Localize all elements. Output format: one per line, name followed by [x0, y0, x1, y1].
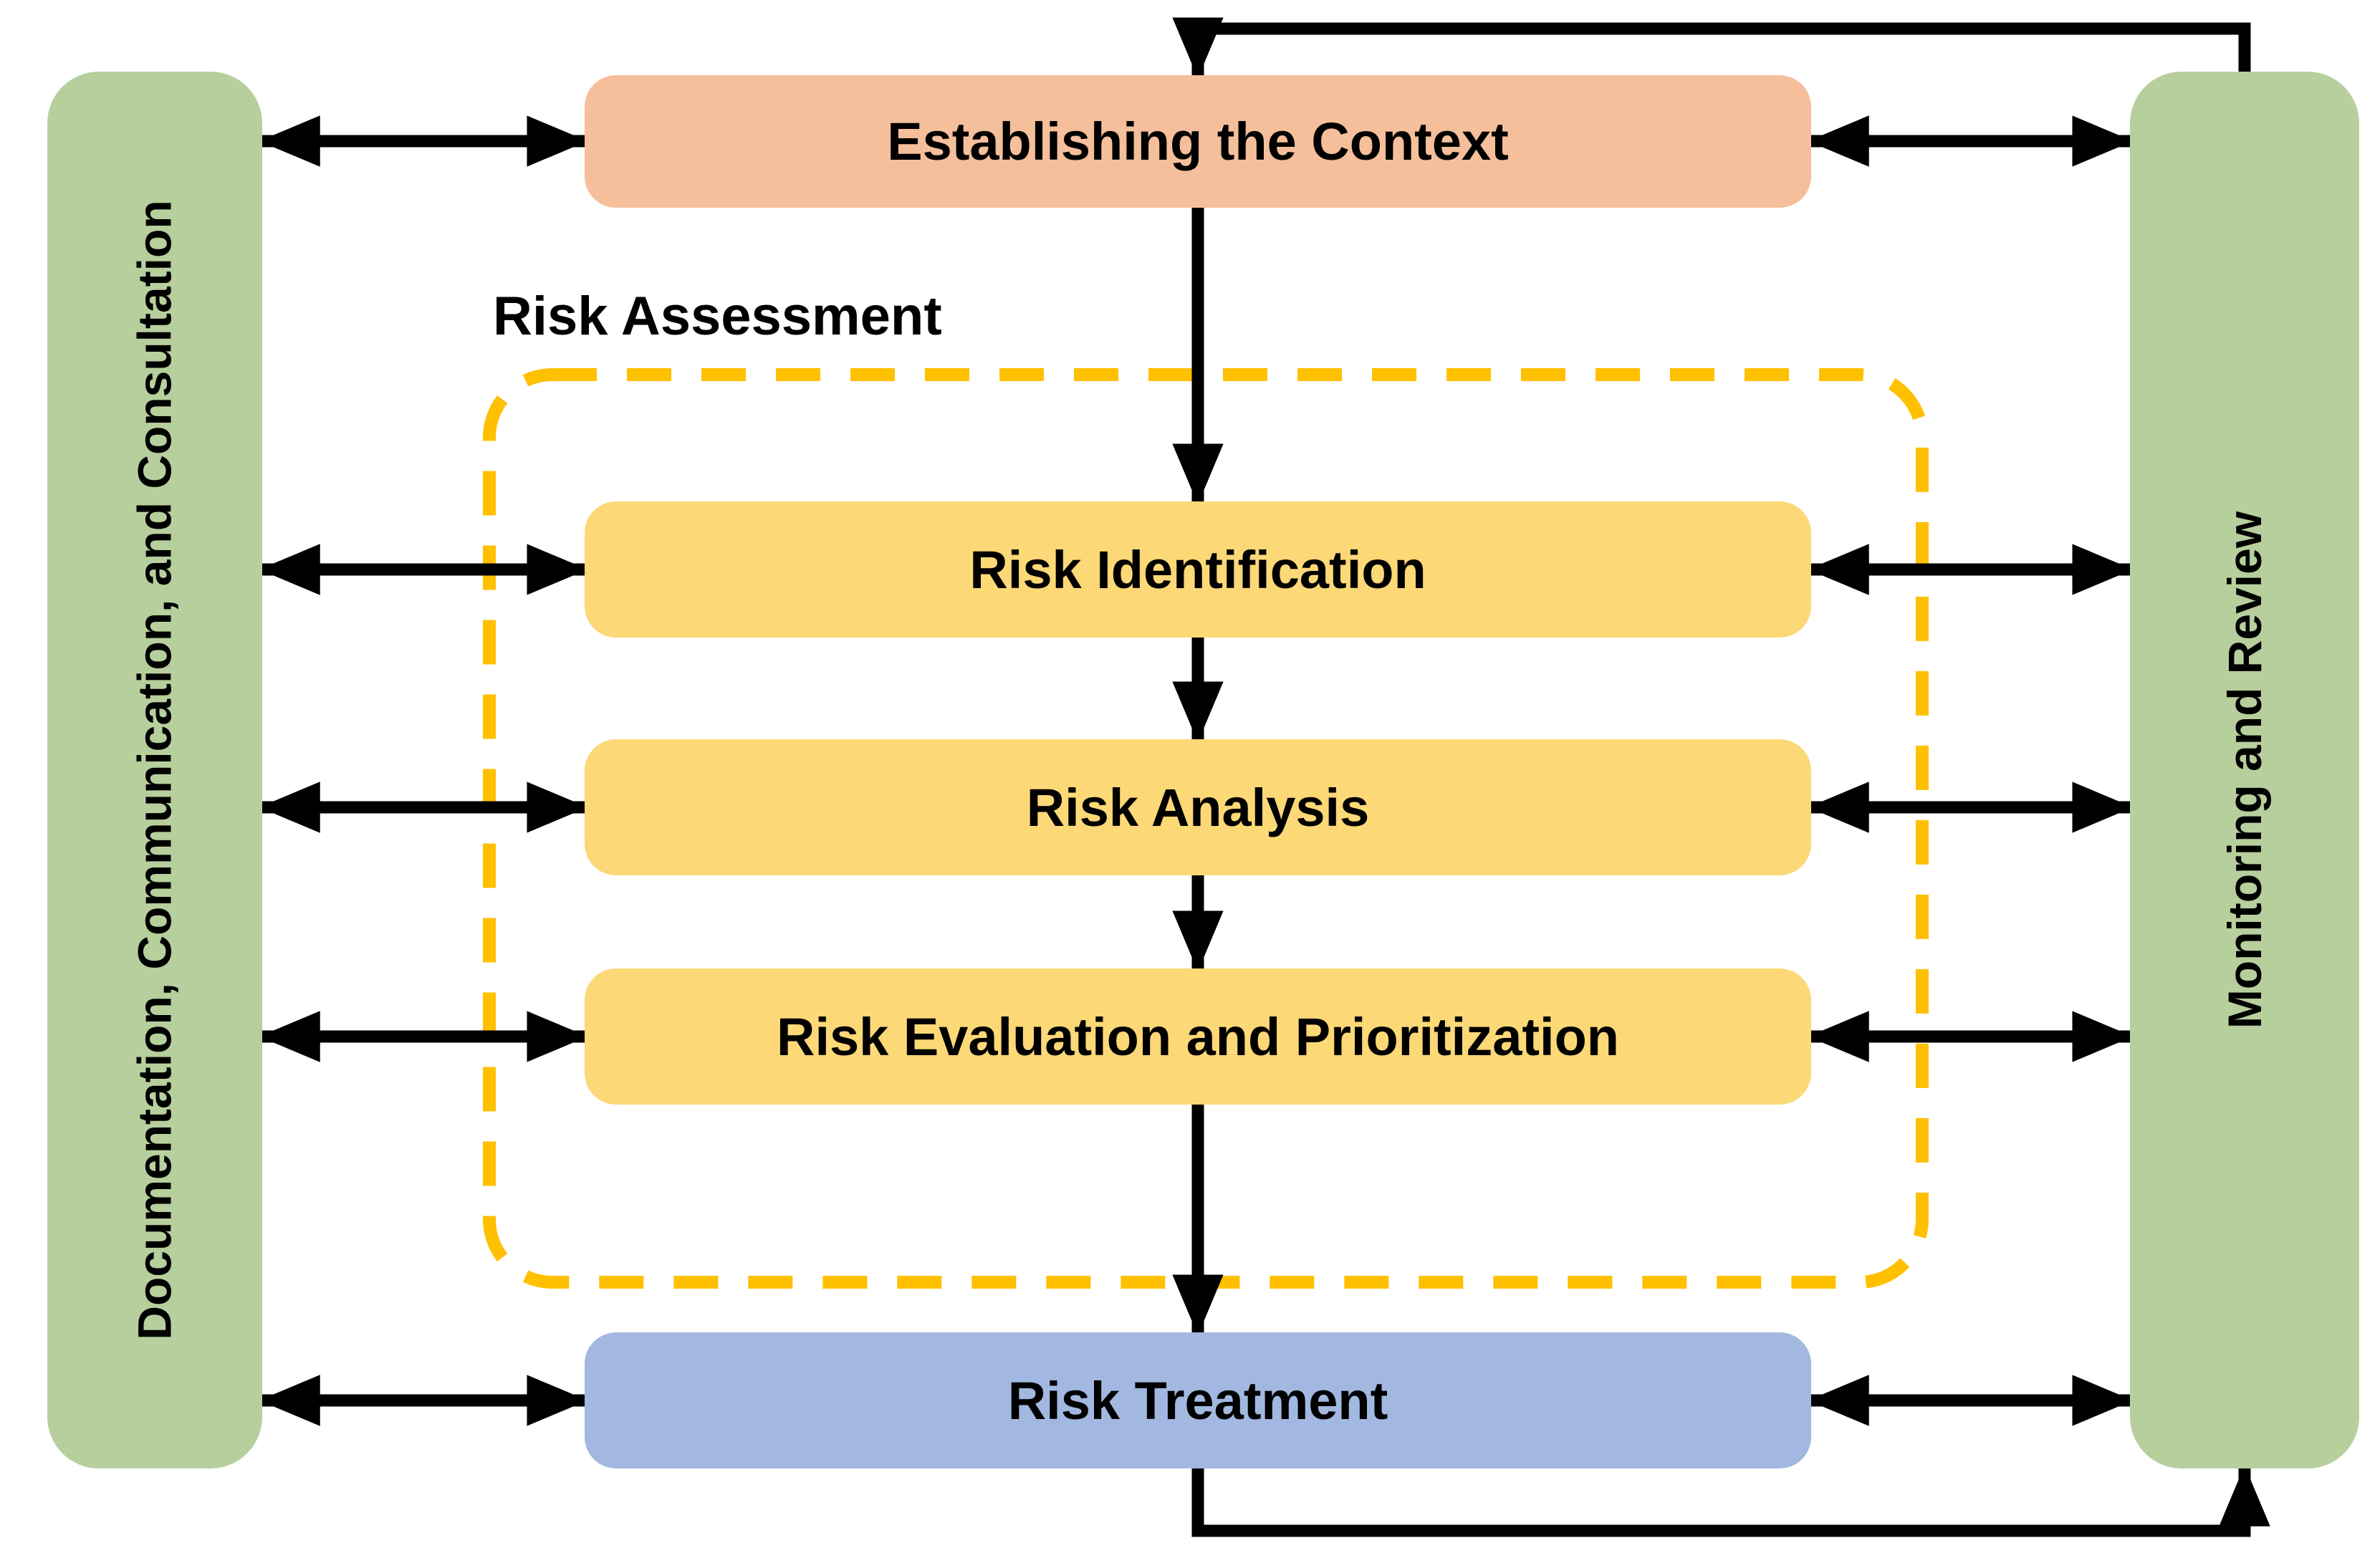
feedback-monitoring-to-context [1172, 17, 2251, 79]
flow-arrows [259, 17, 2270, 1537]
feedback-treatment-to-monitoring [1191, 1465, 2270, 1537]
node-label: Risk Analysis [1026, 777, 1370, 837]
right-bar-label: Monitoring and Review [2218, 511, 2272, 1029]
node-risk-analysis: Risk Analysis [585, 739, 1811, 875]
node-risk-evaluation-and-prioritization: Risk Evaluation and Prioritization [585, 968, 1811, 1105]
node-label: Risk Treatment [1007, 1370, 1388, 1431]
monitoring-and-review-bar: Monitoring and Review [2130, 72, 2359, 1468]
risk-assessment-group-label: Risk Assessment [493, 286, 942, 347]
node-label: Risk Evaluation and Prioritization [777, 1006, 1619, 1067]
left-bar-label: Documentation, Communication, and Consul… [128, 200, 182, 1340]
node-label: Risk Identification [969, 539, 1426, 600]
node-label: Establishing the Context [887, 112, 1509, 171]
node-risk-identification: Risk Identification [585, 501, 1811, 638]
documentation-communication-consultation-bar: Documentation, Communication, and Consul… [47, 72, 262, 1468]
node-establishing-the-context: Establishing the Context [585, 75, 1811, 208]
node-risk-treatment: Risk Treatment [585, 1332, 1811, 1468]
